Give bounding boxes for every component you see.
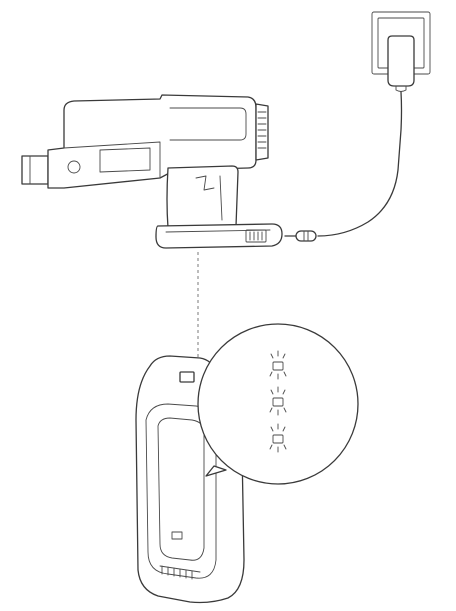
led-box [272, 397, 284, 407]
led-glow-rays [269, 350, 287, 380]
charge-indicator-leds-icon [269, 350, 287, 453]
body-seam [63, 141, 161, 179]
cable-ferrite [295, 230, 317, 242]
trigger [195, 175, 215, 191]
led-indicator [269, 350, 287, 380]
battery-base [155, 223, 283, 249]
ferrite-ridges [303, 230, 309, 242]
indicator-callout [197, 323, 359, 485]
magnifier-circle [197, 323, 359, 485]
vent-slots [257, 111, 267, 149]
led-glow-rays [269, 386, 287, 416]
cable-upper [317, 91, 403, 237]
nozzle-tip [21, 155, 49, 185]
side-panel [99, 147, 151, 173]
top-window [169, 107, 247, 141]
led-box [272, 434, 284, 444]
adapter-body [387, 35, 415, 87]
battery-contacts [161, 565, 193, 580]
led-box [272, 361, 284, 371]
callout-pointer [205, 465, 227, 477]
battery-button [179, 371, 195, 383]
led-indicator [269, 386, 287, 416]
led-glow-rays [269, 423, 287, 453]
charging-cable-icon [284, 91, 403, 242]
battery-face [145, 403, 217, 579]
battery-inner-panel [157, 417, 205, 561]
grip-edge [219, 175, 223, 221]
vacuum-handheld-unit-icon [21, 94, 283, 249]
port-pins [249, 231, 263, 241]
charging-port [245, 229, 267, 243]
battery-label [171, 531, 183, 540]
power-adapter-icon [387, 35, 415, 92]
release-button [67, 160, 81, 174]
led-indicator [269, 423, 287, 453]
adapter-neck [395, 85, 407, 92]
handle-grip [166, 165, 239, 229]
